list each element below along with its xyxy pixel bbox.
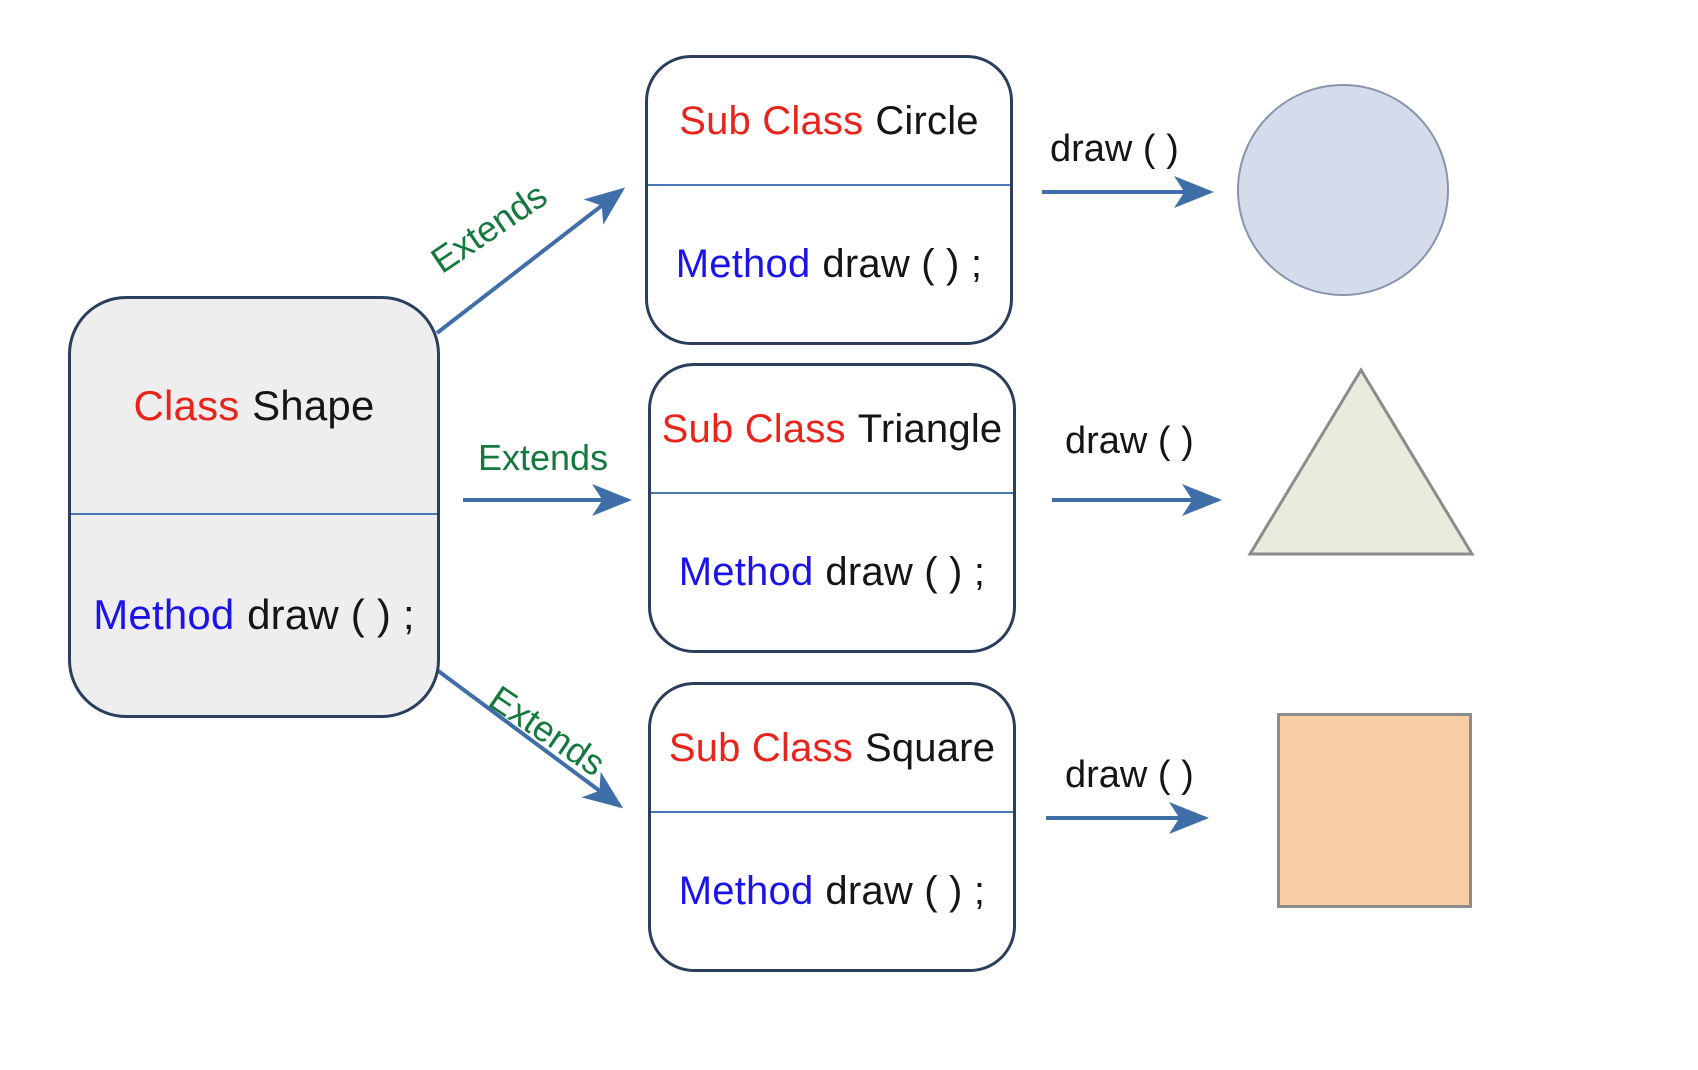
subclass-box-square-divider: [651, 811, 1013, 813]
method-signature: draw ( ) ;: [825, 868, 986, 913]
subclass-keyword: Sub Class: [679, 98, 864, 143]
subclass-box-circle-divider: [648, 184, 1010, 186]
result-shape-square: [1277, 713, 1472, 908]
class-name: Shape: [252, 382, 375, 429]
subclass-keyword: Sub Class: [668, 725, 853, 770]
draw-call-label-square: draw ( ): [1065, 754, 1194, 796]
draw-call-label-circle: draw ( ): [1050, 128, 1179, 170]
method-keyword: Method: [678, 549, 814, 594]
method-signature: draw ( ) ;: [822, 241, 983, 286]
result-shape-triangle: [1247, 367, 1475, 556]
subclass-keyword: Sub Class: [661, 406, 846, 451]
subclass-name: Square: [864, 725, 996, 770]
class-box-shape-method: Method draw ( ) ;: [71, 515, 437, 715]
method-keyword: Method: [678, 868, 814, 913]
class-keyword: Class: [133, 382, 240, 429]
extends-label-square: Extends: [481, 677, 613, 784]
draw-call-label-triangle: draw ( ): [1065, 420, 1194, 462]
result-shape-circle: [1237, 84, 1449, 296]
extends-label-triangle: Extends: [478, 437, 609, 478]
class-box-shape-title: Class Shape: [71, 299, 437, 513]
method-signature: draw ( ) ;: [825, 549, 986, 594]
subclass-name: Circle: [875, 98, 979, 143]
class-box-shape-divider: [71, 513, 437, 515]
class-box-shape[interactable]: Class Shape Method draw ( ) ;: [68, 296, 440, 718]
subclass-name: Triangle: [857, 406, 1003, 451]
subclass-box-triangle-divider: [651, 492, 1013, 494]
method-keyword: Method: [675, 241, 811, 286]
extends-label-circle: Extends: [423, 174, 555, 281]
method-signature: draw ( ) ;: [247, 591, 415, 638]
method-keyword: Method: [93, 591, 235, 638]
